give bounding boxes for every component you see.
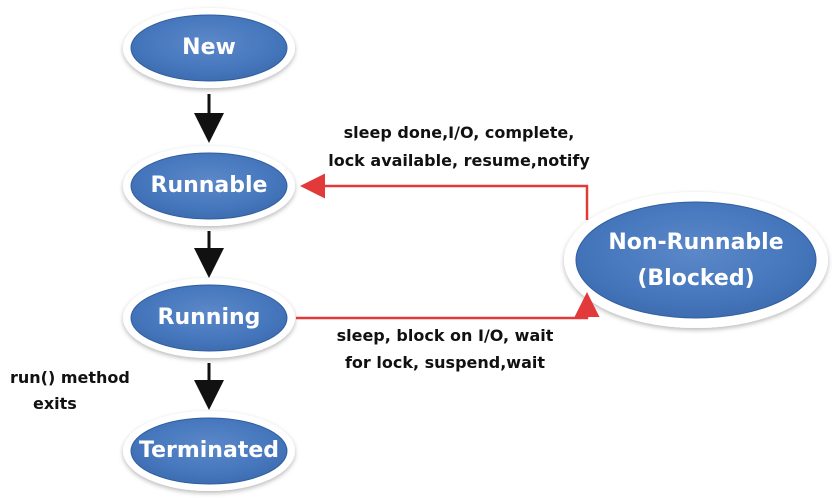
edge-label-to-blocked-line2: for lock, suspend,wait xyxy=(345,353,545,372)
terminated-state-node: Terminated xyxy=(123,411,295,491)
new-state-node: New xyxy=(123,8,295,88)
running-state-label: Running xyxy=(158,305,261,330)
new-state-label: New xyxy=(182,35,236,60)
blocked-state-label-line1: Non-Runnable xyxy=(608,230,783,255)
terminated-state-label: Terminated xyxy=(139,438,279,463)
edge-label-exit-line2: exits xyxy=(33,394,77,413)
edge-label-to-runnable-line1: sleep done,I/O, complete, xyxy=(344,123,575,142)
blocked-state-label-line2: (Blocked) xyxy=(637,266,754,291)
edge-label-to-blocked-line1: sleep, block on I/O, wait xyxy=(337,326,554,345)
blocked-state-node: Non-Runnable (Blocked) xyxy=(564,192,828,328)
arrow-blocked-to-runnable xyxy=(300,173,589,220)
arrow-running-to-blocked xyxy=(296,292,600,320)
edge-label-exit-line1: run() method xyxy=(10,368,130,387)
running-state-node: Running xyxy=(123,278,295,358)
runnable-state-node: Runnable xyxy=(123,146,295,226)
runnable-state-label: Runnable xyxy=(151,173,268,198)
edge-label-to-runnable-line2: lock available, resume,notify xyxy=(328,151,590,170)
